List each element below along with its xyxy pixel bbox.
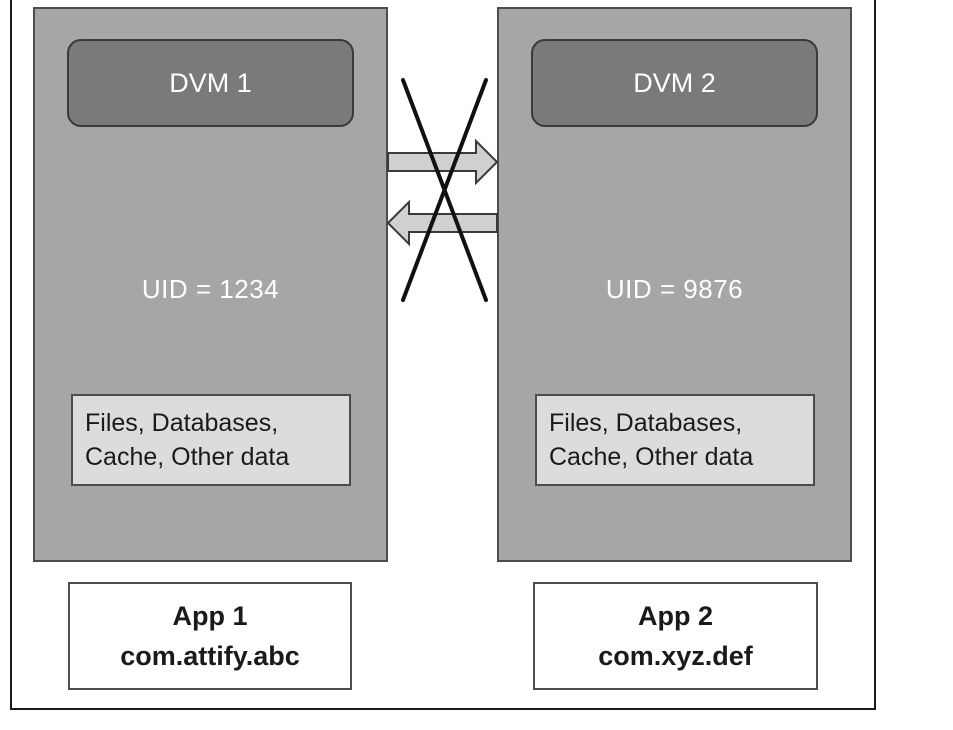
app-1-data-line-1: Files, Databases, [85, 409, 279, 437]
uid-2-label: UID = 9876 [605, 274, 744, 304]
app-2-name: App 2 [637, 601, 713, 631]
app-1-sandbox: DVM 1 UID = 1234 Files, Databases, Cache… [33, 7, 388, 562]
dvm-1-label: DVM 1 [169, 67, 252, 98]
app-1-package: com.attify.abc [120, 641, 300, 671]
uid-1-label: UID = 1234 [141, 274, 280, 304]
dvm-2-box: DVM 2 [531, 39, 818, 127]
app-2-package: com.xyz.def [598, 641, 753, 671]
arrow-right-icon [387, 138, 499, 186]
block-cross-stroke-2 [401, 78, 488, 302]
app-1-name: App 1 [172, 601, 248, 631]
arrow-left-icon [386, 199, 498, 247]
app-2-label-box: App 2 com.xyz.def [533, 582, 818, 690]
app-1-data-box: Files, Databases, Cache, Other data [71, 394, 351, 486]
app-2-data-line-1: Files, Databases, [549, 409, 743, 437]
app-1-data-line-2: Cache, Other data [85, 443, 290, 471]
app-2-data-box: Files, Databases, Cache, Other data [535, 394, 815, 486]
app-2-sandbox: DVM 2 UID = 9876 Files, Databases, Cache… [497, 7, 852, 562]
dvm-2-label: DVM 2 [633, 67, 716, 98]
app-2-data-line-2: Cache, Other data [549, 443, 754, 471]
app-1-label-box: App 1 com.attify.abc [68, 582, 352, 690]
dvm-1-box: DVM 1 [67, 39, 354, 127]
